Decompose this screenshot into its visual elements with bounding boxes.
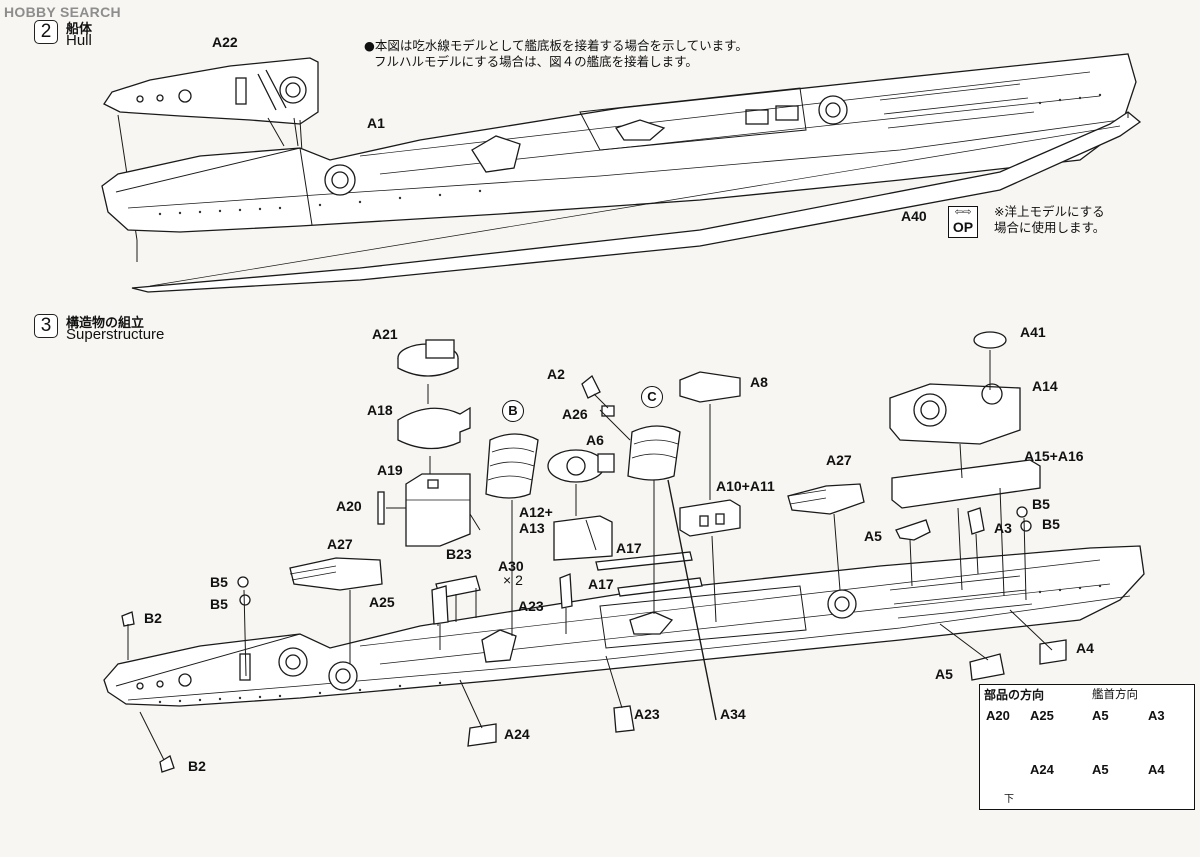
part-label-a40: A40 (901, 208, 927, 224)
part-label-a4: A4 (1076, 640, 1094, 656)
legend-down-label: 下 (1004, 794, 1014, 805)
op-note-line2: 場合に使用します。 (994, 220, 1106, 235)
marker-circle-b: B (502, 400, 524, 422)
part-label-a23-top: A23 (518, 598, 544, 614)
part-label-a14: A14 (1032, 378, 1058, 394)
part-label-b5-left-1: B5 (210, 574, 228, 590)
step-title-en-hull: Hull (66, 32, 92, 49)
op-badge: ⇦⇨ OP (948, 206, 978, 238)
part-label-a30: A30 (498, 558, 524, 574)
step-title-jp-superstructure: 構造物の組立 (66, 316, 145, 331)
part-label-a1: A1 (367, 115, 385, 131)
part-label-b5-left-2: B5 (210, 596, 228, 612)
part-label-a26: A26 (562, 406, 588, 422)
part-label-a19: A19 (377, 462, 403, 478)
legend-a24: A24 (1030, 762, 1054, 777)
step-number-3: 3 (34, 314, 58, 338)
part-label-a2: A2 (547, 366, 565, 382)
legend-a25: A25 (1030, 708, 1054, 723)
part-label-b5-right-2: B5 (1042, 516, 1060, 532)
part-label-a27-left: A27 (327, 536, 353, 552)
part-label-a23-bottom: A23 (634, 706, 660, 722)
step-title-jp-hull: 船体 (66, 22, 93, 37)
op-note-line1: ※洋上モデルにする (994, 204, 1105, 219)
part-label-b2-bottom: B2 (188, 758, 206, 774)
step-title-en-superstructure: Superstructure (66, 326, 165, 343)
part-label-a17-2: A17 (588, 576, 614, 592)
legend-a20: A20 (986, 708, 1010, 723)
legend-bow-direction: 艦首方向 (1092, 687, 1138, 701)
part-label-a8: A8 (750, 374, 768, 390)
legend-a4: A4 (1148, 762, 1165, 777)
legend-title: 部品の方向 (984, 688, 1045, 702)
part-label-a12: A12+ (519, 504, 553, 520)
part-label-a27-right: A27 (826, 452, 852, 468)
part-label-a13: A13 (519, 520, 545, 536)
part-orientation-legend (979, 684, 1195, 810)
part-label-a15-a16: A15+A16 (1024, 448, 1084, 464)
part-label-a24: A24 (504, 726, 530, 742)
part-label-a25: A25 (369, 594, 395, 610)
op-badge-text: OP (952, 219, 974, 235)
part-label-b5-right-1: B5 (1032, 496, 1050, 512)
hull-note-line2: フルハルモデルにする場合は、図４の艦底を接着します。 (374, 54, 698, 69)
part-label-b23: B23 (446, 546, 472, 562)
part-label-b2-top: B2 (144, 610, 162, 626)
watermark: HOBBY SEARCH (4, 4, 121, 20)
part-label-a17-1: A17 (616, 540, 642, 556)
legend-a5-top: A5 (1092, 708, 1109, 723)
part-label-a18: A18 (367, 402, 393, 418)
legend-a5-bottom: A5 (1092, 762, 1109, 777)
part-label-a30-qty: × 2 (503, 572, 523, 588)
part-label-a5-top: A5 (864, 528, 882, 544)
part-label-a41: A41 (1020, 324, 1046, 340)
op-arrows-icon: ⇦⇨ (954, 207, 972, 218)
part-label-a20: A20 (336, 498, 362, 514)
marker-circle-c: C (641, 386, 663, 408)
step-number-2: 2 (34, 20, 58, 44)
part-label-a5-bottom: A5 (935, 666, 953, 682)
part-label-a34: A34 (720, 706, 746, 722)
part-label-a22: A22 (212, 34, 238, 50)
part-label-a21: A21 (372, 326, 398, 342)
legend-a3: A3 (1148, 708, 1165, 723)
part-label-a10-a11: A10+A11 (716, 478, 775, 494)
hull-note-line1: ●本図は吃水線モデルとして艦底板を接着する場合を示しています。 (364, 38, 748, 53)
part-label-a6: A6 (586, 432, 604, 448)
part-label-a3: A3 (994, 520, 1012, 536)
